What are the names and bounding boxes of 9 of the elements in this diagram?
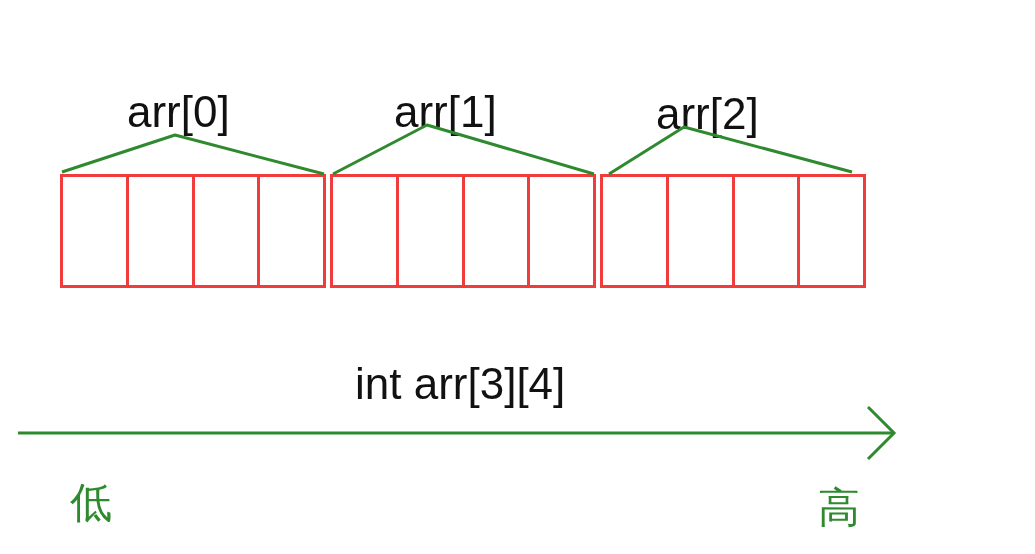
high-end-label: 高 bbox=[818, 485, 860, 532]
array-cell bbox=[257, 177, 326, 285]
row-label: arr[1] bbox=[394, 88, 497, 136]
array-cell bbox=[797, 177, 866, 285]
row-label: arr[0] bbox=[127, 88, 230, 136]
row-label: arr[2] bbox=[656, 90, 759, 138]
array-declaration-label: int arr[3][4] bbox=[355, 360, 566, 409]
array-cell bbox=[527, 177, 596, 285]
low-end-label: 低 bbox=[70, 480, 112, 527]
